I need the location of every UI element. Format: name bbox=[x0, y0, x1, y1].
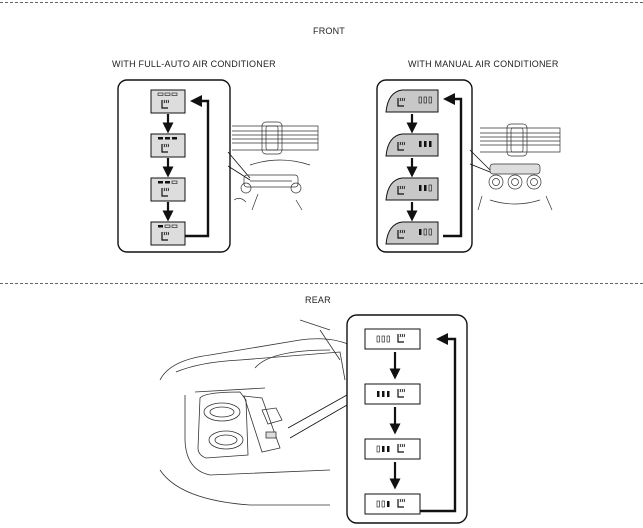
full-auto-panel bbox=[117, 79, 251, 253]
rear-panel bbox=[287, 314, 468, 524]
full-auto-step-1 bbox=[150, 89, 186, 114]
manual-step-3 bbox=[385, 177, 439, 201]
rear-step-4 bbox=[364, 493, 421, 515]
rear-step-2 bbox=[364, 383, 421, 405]
top-divider bbox=[0, 2, 643, 3]
manual-panel bbox=[376, 79, 491, 253]
manual-step-2 bbox=[385, 133, 439, 157]
full-auto-step-4 bbox=[150, 221, 186, 246]
section-divider bbox=[0, 283, 643, 284]
rear-console bbox=[159, 319, 351, 506]
full-auto-step-3 bbox=[150, 177, 186, 202]
front-heading: FRONT bbox=[313, 26, 345, 36]
manual-label: WITH MANUAL AIR CONDITIONER bbox=[408, 59, 559, 69]
full-auto-step-2 bbox=[150, 133, 186, 158]
dashboard-manual bbox=[477, 123, 561, 211]
rear-heading: REAR bbox=[305, 295, 331, 305]
dashboard-full-auto bbox=[232, 121, 319, 211]
manual-step-1 bbox=[385, 89, 439, 113]
manual-step-4 bbox=[385, 221, 439, 245]
full-auto-label: WITH FULL-AUTO AIR CONDITIONER bbox=[112, 59, 276, 69]
rear-step-1 bbox=[364, 328, 421, 350]
rear-step-3 bbox=[364, 438, 421, 460]
